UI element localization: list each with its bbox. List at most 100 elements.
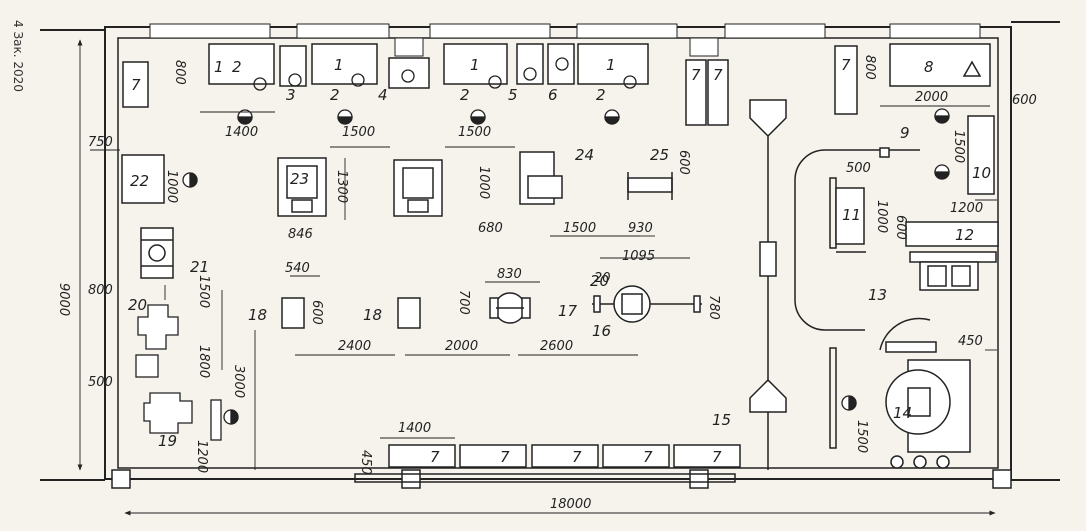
- dim-text: 3000: [231, 365, 246, 398]
- dim-text: 2400: [338, 339, 371, 354]
- item-number: 21: [190, 258, 209, 276]
- unit-16: [592, 285, 702, 323]
- dim-text: 800: [88, 283, 113, 298]
- dim-text: 680: [478, 221, 503, 236]
- item-number: 20: [128, 296, 147, 314]
- item-labels: 1 1 1 1 2 2 2 2 3 4 5 6 7 7 7 7 7 7 7 7 …: [128, 56, 991, 466]
- unit-13: [909, 251, 997, 291]
- dim-text: 2000: [915, 90, 948, 105]
- item-number: 7: [643, 448, 653, 466]
- item-number: 14: [893, 404, 912, 422]
- dim-text: 2000: [445, 339, 478, 354]
- item-number: 15: [712, 411, 731, 429]
- unit-24: [519, 151, 563, 205]
- crane-rail: [749, 99, 787, 470]
- dim-text: 600: [893, 215, 908, 240]
- walls: [40, 21, 1060, 481]
- dim-text: 1200: [950, 201, 983, 216]
- item-number: 1: [334, 56, 344, 74]
- dim-text: 1800: [196, 345, 211, 378]
- item-number: 10: [972, 164, 991, 182]
- unit-11: [835, 187, 865, 245]
- storage-units: [122, 45, 858, 468]
- item-number: 23: [290, 170, 309, 188]
- item-number: 22: [130, 172, 149, 190]
- item-number: 16: [592, 322, 611, 340]
- dim-text: 600: [309, 300, 324, 325]
- marker-circles: [182, 108, 950, 425]
- dim-overall-height: 9000: [56, 283, 71, 316]
- dim-text: 1200: [194, 440, 209, 473]
- dim-overall-width: 18000: [550, 497, 591, 512]
- dim-text: 2600: [540, 339, 573, 354]
- dim-text: 1500: [342, 125, 375, 140]
- item-number: 12: [955, 226, 974, 244]
- machines-1: [208, 43, 649, 89]
- item-number: 4: [378, 86, 388, 104]
- item-number: 9: [900, 124, 910, 142]
- item-number: 25: [650, 146, 669, 164]
- dim-text: 930: [628, 221, 653, 236]
- unit-8: [889, 43, 991, 87]
- dim-text: 700: [456, 290, 471, 315]
- dim-text: 780: [706, 295, 721, 320]
- item-number: 7: [841, 56, 851, 74]
- unit-9: [879, 147, 890, 158]
- item-number: 7: [691, 66, 701, 84]
- dim-text: 1000: [164, 170, 179, 203]
- unit-12: [905, 221, 999, 247]
- item-number: 7: [712, 448, 722, 466]
- item-number: 13: [868, 286, 887, 304]
- unit-10: [967, 115, 995, 195]
- item-number: 1: [606, 56, 616, 74]
- dim-text: 830: [497, 267, 522, 282]
- operator-stations: [253, 57, 637, 91]
- item-number: 6: [548, 86, 558, 104]
- item-number: 19: [158, 432, 177, 450]
- unit-21: [140, 227, 174, 279]
- item-number: 7: [713, 66, 723, 84]
- dim-text: 750: [88, 135, 113, 150]
- partition: [794, 149, 920, 449]
- dim-text: 1500: [854, 420, 869, 453]
- unit-14: [879, 317, 971, 469]
- item-number: 11: [842, 206, 861, 224]
- dim-text: 1500: [196, 275, 211, 308]
- dim-text: 1400: [398, 421, 431, 436]
- unit-17: [489, 292, 531, 324]
- item-number: 1: [470, 56, 480, 74]
- dim-text: 450: [358, 450, 373, 475]
- columns: [111, 469, 1012, 489]
- item-number: 24: [575, 146, 594, 164]
- dim-text: 500: [846, 161, 871, 176]
- item-number: 7: [500, 448, 510, 466]
- unit-18: [281, 297, 421, 329]
- item-number: 8: [924, 58, 934, 76]
- item-number: 7: [430, 448, 440, 466]
- dim-text: 500: [88, 375, 113, 390]
- dim-text: 1500: [951, 130, 966, 163]
- item-number: 3: [286, 86, 296, 104]
- side-note: 4 Зак. 2020: [11, 20, 25, 92]
- unit-25: [627, 172, 673, 200]
- item-number: 5: [508, 86, 518, 104]
- item-number: 2: [596, 86, 606, 104]
- unit-23: [277, 157, 443, 217]
- dim-text: 1500: [458, 125, 491, 140]
- item-number: 2: [232, 58, 242, 76]
- unit-22: [121, 154, 165, 204]
- item-number: 18: [248, 306, 267, 324]
- item-number: 20: [590, 272, 609, 290]
- item-number: 2: [460, 86, 470, 104]
- dim-text: 450: [958, 334, 983, 349]
- item-number: 1: [214, 58, 224, 76]
- dim-text: 1400: [225, 125, 258, 140]
- dim-text: 20: [594, 271, 611, 286]
- dim-text: 800: [862, 55, 877, 80]
- item-number: 18: [363, 306, 382, 324]
- dim-text: 1000: [874, 200, 889, 233]
- dim-text: 800: [172, 60, 187, 85]
- dim-text: 540: [285, 261, 310, 276]
- dim-text: 600: [1012, 93, 1037, 108]
- dim-text: 1095: [622, 249, 655, 264]
